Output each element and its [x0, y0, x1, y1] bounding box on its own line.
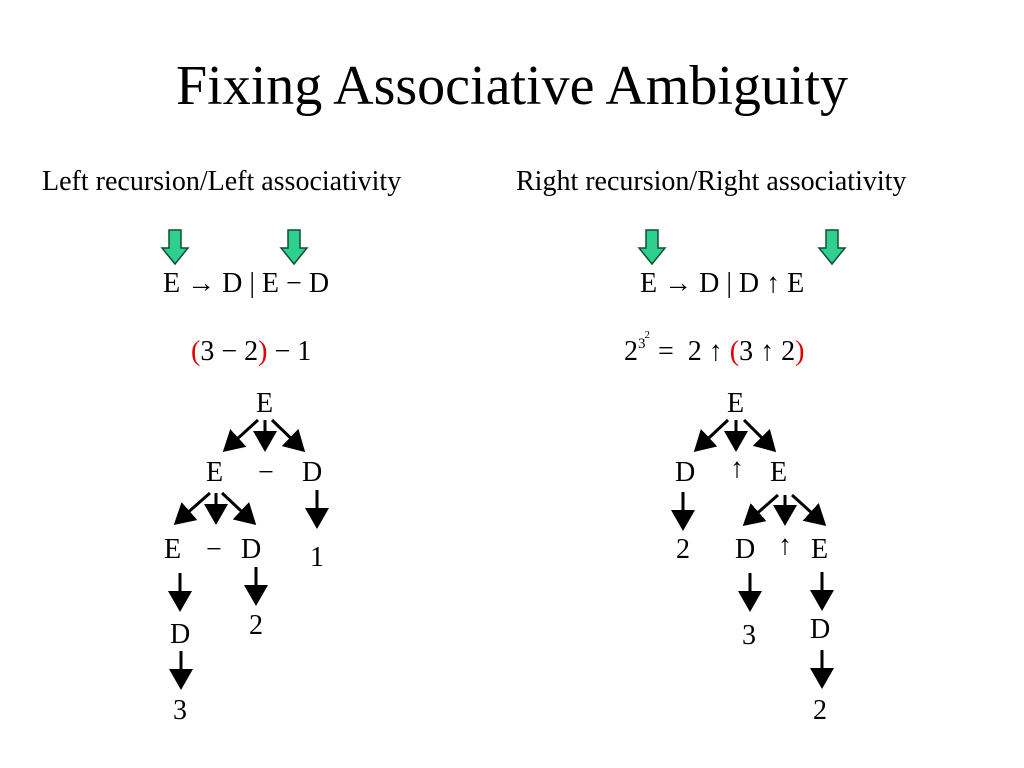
- tree-node-D: D: [241, 534, 262, 565]
- tree-leaf-2: 2: [249, 610, 263, 641]
- tree-node-E: E: [770, 457, 788, 488]
- tree-edge-arrow: [742, 418, 777, 453]
- tree-node-minus: −: [258, 457, 274, 488]
- tree-edge-arrow: [222, 418, 260, 453]
- close-paren: ): [795, 336, 805, 367]
- left-heading: Left recursion/Left associativity: [42, 166, 402, 197]
- open-paren: (: [191, 336, 201, 367]
- expr-inner: 3 ↑ 2: [739, 336, 796, 367]
- right-grammar-rule: E → D | D ↑ E: [640, 268, 805, 299]
- tree-node-D: D: [810, 614, 831, 645]
- expr-inner: 3 − 2: [200, 336, 259, 367]
- tree-edge-arrow: [790, 493, 827, 527]
- open-paren: (: [729, 336, 740, 367]
- tree-node-E: E: [256, 388, 274, 419]
- tree-node-D: D: [735, 534, 756, 565]
- tree-node-uparrow: ↑: [730, 453, 744, 484]
- tree-leaf-3: 3: [742, 620, 756, 651]
- tree-leaf-3: 3: [173, 695, 187, 726]
- left-grammar-rule: E → D | E − D: [163, 268, 330, 299]
- tree-leaf-2: 2: [676, 534, 690, 565]
- expr-equals: = 2 ↑: [651, 336, 730, 367]
- tree-node-E: E: [206, 457, 224, 488]
- power-exponent: 3: [638, 336, 646, 352]
- right-heading: Right recursion/Right associativity: [516, 166, 907, 197]
- tree-leaf-1: 1: [310, 542, 324, 573]
- tree-node-D: D: [675, 457, 696, 488]
- tree-node-D: D: [302, 457, 323, 488]
- tree-node-minus: −: [206, 534, 222, 565]
- tree-node-uparrow: ↑: [778, 530, 792, 561]
- close-paren: ): [258, 336, 268, 367]
- slide-title: Fixing Associative Ambiguity: [175, 55, 849, 117]
- tree-node-E: E: [164, 534, 182, 565]
- tree-edge-arrow: [693, 418, 730, 453]
- expr-rest: − 1: [267, 336, 312, 367]
- tree-leaf-2: 2: [813, 695, 827, 726]
- power-base: 2: [624, 336, 638, 367]
- right-expression: 232 = 2 ↑ (3 ↑ 2): [624, 330, 805, 367]
- left-expression: (3 − 2) − 1: [191, 338, 311, 366]
- tree-node-E: E: [811, 534, 829, 565]
- tree-edge-arrow: [742, 493, 779, 526]
- tree-node-D: D: [170, 619, 191, 650]
- tree-edge-arrow: [270, 418, 306, 453]
- tree-node-E: E: [727, 388, 745, 419]
- tree-edge-arrow: [220, 491, 257, 526]
- power-exponent-2: 2: [644, 329, 651, 341]
- tree-edge-arrow: [173, 491, 211, 525]
